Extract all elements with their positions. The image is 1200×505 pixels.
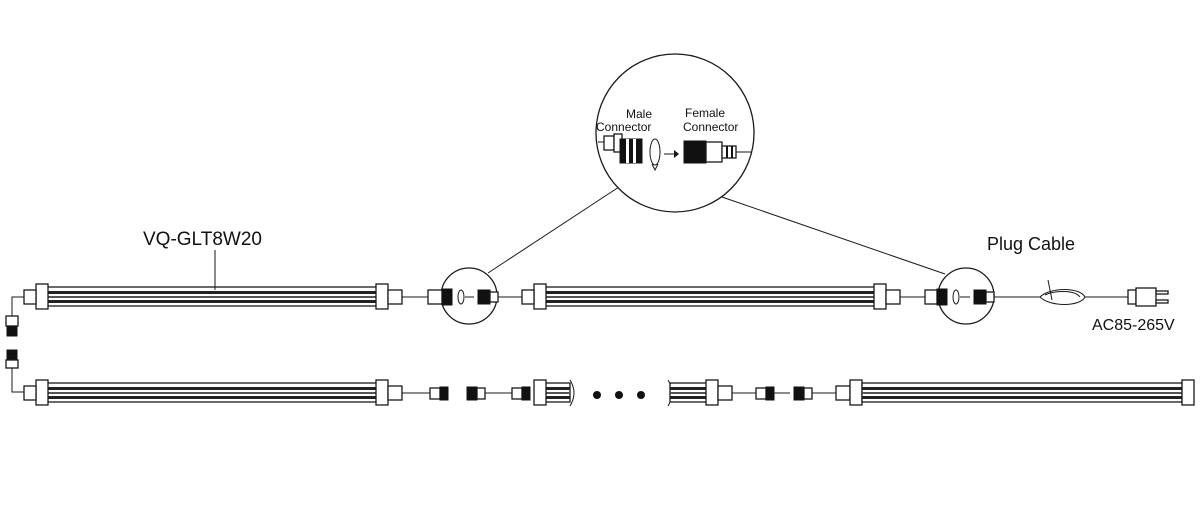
female-connector-label-line1: Female (685, 106, 725, 120)
link-cable-left (5, 296, 24, 393)
male-connector-icon (598, 133, 643, 164)
plug-cable-leader-line (1047, 279, 1053, 301)
tube-partial-left (533, 379, 575, 407)
tube-2 (521, 283, 901, 310)
tube-1 (23, 283, 403, 310)
tube-4 (835, 379, 1195, 406)
female-connector-label-line2: Connector (683, 120, 738, 134)
connector-detail-zoom (595, 53, 755, 213)
voltage-label: AC85-265V (1092, 317, 1175, 334)
zoom-line-right (721, 196, 946, 275)
zoom-line-left (487, 184, 623, 274)
female-connector-icon (683, 140, 752, 164)
male-connector-label-line1: Male (626, 107, 652, 121)
rotate-arrow-icon (649, 138, 661, 172)
insert-arrow-icon (664, 150, 679, 158)
magnifier-right (924, 267, 995, 325)
magnifier-left (427, 267, 499, 325)
model-label: VQ-GLT8W20 (143, 229, 262, 250)
plug-cable-label: Plug Cable (987, 234, 1075, 254)
tube-partial-right (667, 379, 733, 407)
plug-cable (994, 279, 1169, 307)
tube-3 (23, 379, 403, 406)
continuation-dots (593, 391, 645, 399)
male-connector-label-line2: Connector (596, 120, 651, 134)
plug-icon (1127, 287, 1169, 307)
